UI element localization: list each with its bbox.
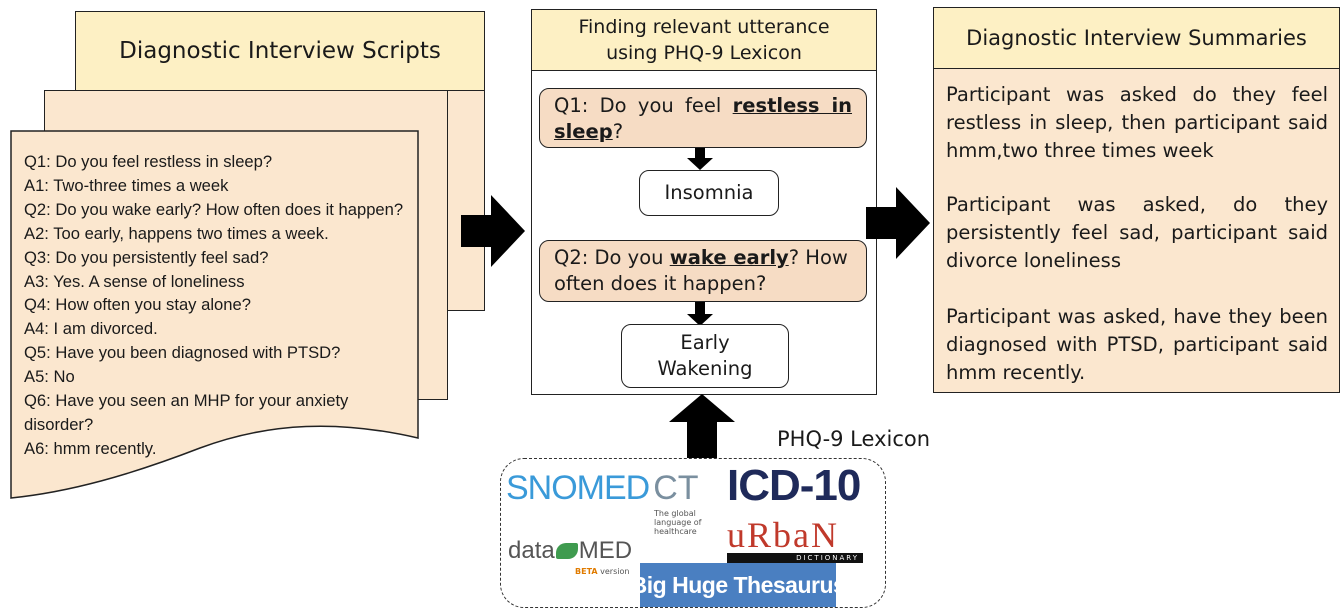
script-line: A3: Yes. A sense of loneliness: [24, 271, 245, 291]
datamed-leaf-icon: [555, 543, 578, 559]
script-line: Q4: How often you stay alone?: [24, 295, 251, 315]
script-line: A6: hmm recently.: [24, 438, 157, 458]
keyword-restless-in-sleep: restless in sleep: [554, 94, 853, 143]
script-page-front: Q1: Do you feel restless in sleep? A1: T…: [10, 130, 419, 500]
result-early-wakening: Early Wakening: [621, 324, 789, 388]
result-insomnia: Insomnia: [639, 170, 779, 216]
script-line: A5: No: [24, 367, 75, 387]
question-q1-box: Q1: Do you feel restless in sleep?: [539, 88, 867, 148]
script-line: A4: I am divorced.: [24, 319, 158, 339]
script-line: A1: Two-three times a week: [24, 175, 229, 195]
summaries-header: Diagnostic Interview Summaries: [933, 7, 1340, 69]
icd-10-logo: ICD-10: [727, 461, 861, 510]
script-line: Q3: Do you persistently feel sad?: [24, 247, 269, 267]
script-line: Q5: Have you been diagnosed with PTSD?: [24, 343, 341, 363]
summary-paragraph-3: Participant was asked, have they been di…: [946, 305, 1328, 384]
datamed-beta: BETA version: [575, 567, 630, 576]
arrow-q2-to-early-wakening: [687, 302, 713, 330]
summaries-panel: [933, 7, 1340, 393]
script-line: A2: Too early, happens two times a week.: [24, 223, 329, 243]
keyword-wake-early: wake early: [669, 246, 789, 269]
script-line: Q1: Do you feel restless in sleep?: [24, 152, 273, 171]
script-page-shape: [10, 130, 419, 499]
script-line: Q2: Do you wake early? How often does it…: [24, 199, 404, 219]
arrow-q1-to-insomnia: [687, 148, 713, 174]
arrow-scripts-to-finding: [461, 195, 525, 267]
arrow-finding-to-summaries: [866, 187, 930, 259]
arrow-lexicon-to-finding: [669, 394, 735, 462]
script-line: Q6: Have you seen an MHP for your anxiet…: [24, 391, 349, 434]
question-q2-box: Q2: Do you wake early? How often does it…: [539, 240, 867, 302]
script-lines: Q1: Do you feel restless in sleep? A1: T…: [24, 150, 404, 461]
big-huge-thesaurus-logo: Big Huge Thesaurus: [631, 563, 846, 607]
scripts-header: Diagnostic Interview Scripts: [75, 11, 485, 91]
summary-paragraph-1: Participant was asked do they feel restl…: [946, 83, 1328, 162]
finding-header: Finding relevant utterance using PHQ-9 L…: [531, 9, 877, 71]
summary-paragraph-2: Participant was asked, do they persisten…: [946, 193, 1328, 272]
urban-dictionary-logo: uRbaN DICTIONARY: [727, 517, 863, 563]
lexicon-label: PHQ-9 Lexicon: [777, 427, 931, 451]
snomed-tagline: The global language of healthcare: [654, 509, 702, 536]
